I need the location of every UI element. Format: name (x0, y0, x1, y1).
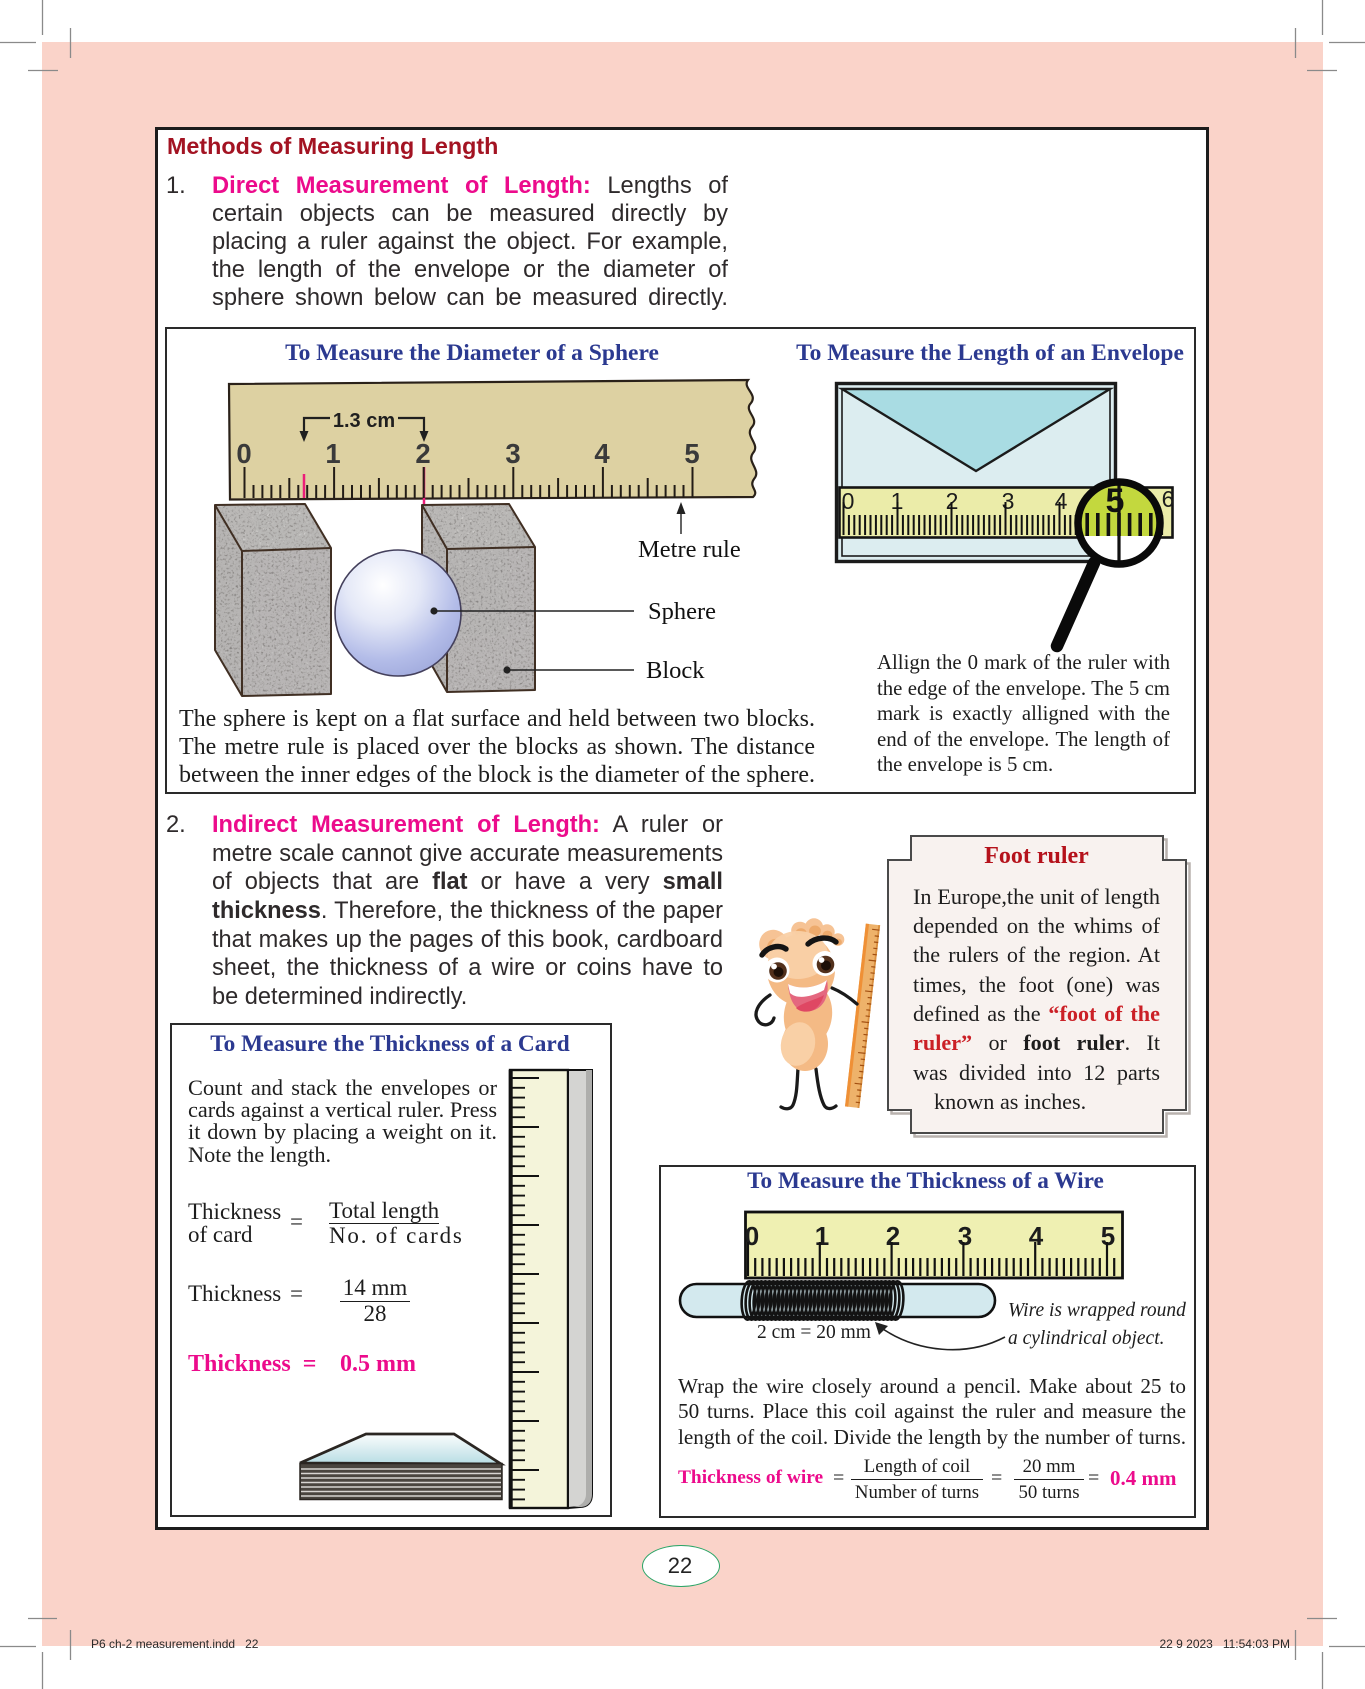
svg-text:1.3 cm: 1.3 cm (333, 410, 395, 432)
svg-text:5: 5 (1101, 1221, 1115, 1251)
svg-text:4: 4 (594, 438, 610, 469)
svg-text:0: 0 (236, 438, 251, 469)
svg-text:4: 4 (1055, 488, 1068, 514)
svg-text:Block: Block (646, 657, 705, 684)
svg-text:2: 2 (886, 1221, 900, 1251)
svg-text:3: 3 (505, 438, 520, 469)
svg-text:1: 1 (325, 438, 340, 469)
svg-text:6: 6 (1162, 486, 1175, 512)
svg-text:Metre rule: Metre rule (638, 536, 741, 563)
svg-text:3: 3 (1002, 488, 1015, 514)
svg-text:2: 2 (946, 488, 959, 514)
svg-text:5: 5 (1106, 482, 1125, 520)
svg-text:4: 4 (1029, 1221, 1044, 1251)
svg-text:Sphere: Sphere (648, 598, 716, 625)
svg-text:0: 0 (842, 488, 855, 514)
svg-text:1: 1 (891, 488, 904, 514)
svg-text:2: 2 (415, 438, 430, 469)
svg-text:3: 3 (958, 1221, 972, 1251)
svg-text:1: 1 (815, 1221, 829, 1251)
svg-text:5: 5 (684, 438, 699, 469)
